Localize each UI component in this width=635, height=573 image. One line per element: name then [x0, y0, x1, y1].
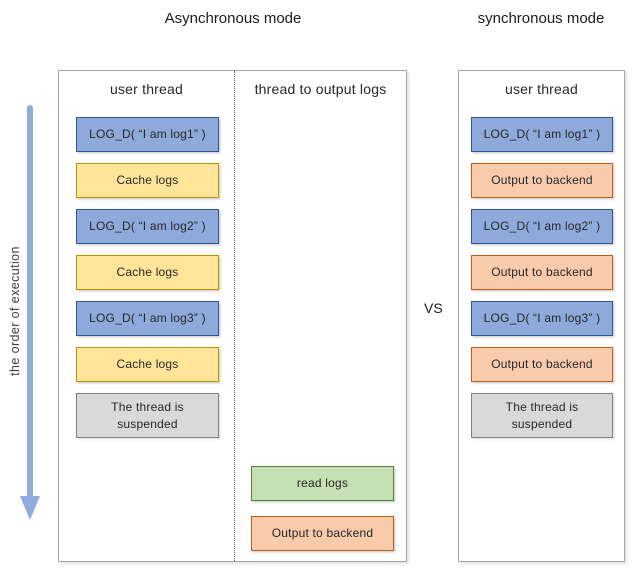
- flow-box-log: LOG_D( “I am log1” ): [76, 117, 219, 152]
- flow-box-cache: Cache logs: [76, 163, 219, 198]
- execution-order-arrow-line: [27, 105, 33, 497]
- flow-box-cache: Cache logs: [76, 255, 219, 290]
- vs-label: VS: [424, 300, 443, 316]
- flow-box-output: Output to backend: [471, 163, 613, 198]
- flow-box-output: Output to backend: [471, 255, 613, 290]
- sync-panel: user thread LOG_D( “I am log1” ) Output t…: [458, 70, 625, 562]
- flow-box-log: LOG_D( “I am log1” ): [471, 117, 613, 152]
- flow-box-suspended: The thread is suspended: [471, 393, 613, 438]
- flow-box-log: LOG_D( “I am log3” ): [471, 301, 613, 336]
- arrow-down-icon: [20, 496, 40, 520]
- async-panel: user thread thread to output logs LOG_D(…: [58, 70, 407, 562]
- execution-order-axis-label: the order of execution: [8, 246, 22, 376]
- flow-box-log: LOG_D( “I am log2” ): [76, 209, 219, 244]
- flow-box-output: Output to backend: [471, 347, 613, 382]
- thread-divider-dotted-line: [234, 71, 235, 561]
- sync-user-thread-header: user thread: [504, 81, 579, 97]
- flow-box-log: LOG_D( “I am log3” ): [76, 301, 219, 336]
- flow-box-log: LOG_D( “I am log2” ): [471, 209, 613, 244]
- sync-mode-title: synchronous mode: [477, 10, 605, 27]
- async-user-thread-header: user thread: [109, 81, 184, 97]
- flow-box-output: Output to backend: [251, 516, 394, 551]
- async-output-thread-header: thread to output logs: [254, 81, 387, 97]
- flow-box-read: read logs: [251, 466, 394, 501]
- flow-box-cache: Cache logs: [76, 347, 219, 382]
- flow-box-suspended: The thread is suspended: [76, 393, 219, 438]
- async-mode-title: Asynchronous mode: [164, 10, 302, 27]
